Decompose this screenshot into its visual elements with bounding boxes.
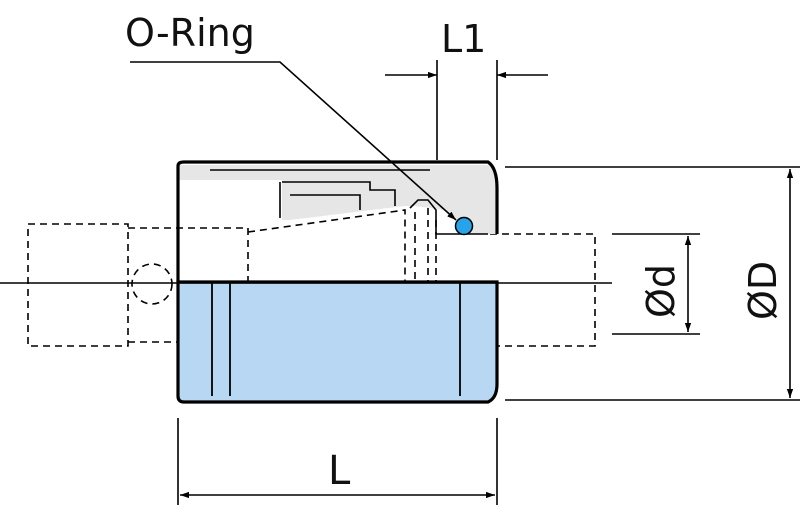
l1-label: L1 (441, 17, 486, 61)
tool-shank-rear (27, 223, 129, 347)
holder-body-upper-outline (176, 160, 499, 282)
l-label: L (328, 448, 351, 494)
d-small-label: Ød (639, 264, 683, 318)
dimension-d-small (612, 233, 700, 335)
o-ring-seal (454, 216, 474, 236)
holder-body-upper (178, 165, 497, 234)
o-ring-leader-line (130, 61, 457, 221)
tool-extension-right (490, 233, 596, 347)
o-ring-label: O-Ring (125, 11, 255, 55)
holder-internal-groove (210, 169, 488, 235)
dimension-l1 (385, 60, 548, 160)
d-large-label: ØD (741, 261, 785, 320)
tool-collet-slot (414, 208, 437, 282)
tool-front-section (178, 209, 406, 283)
tool-shank-neck (128, 227, 249, 343)
dimension-l (177, 418, 498, 505)
dashed-tool-outline (27, 208, 596, 347)
holder-body-lower (176, 280, 499, 404)
tool-ball-detail (131, 263, 173, 305)
bore-inner-lines (211, 282, 461, 396)
dimension-d-large (505, 166, 800, 401)
